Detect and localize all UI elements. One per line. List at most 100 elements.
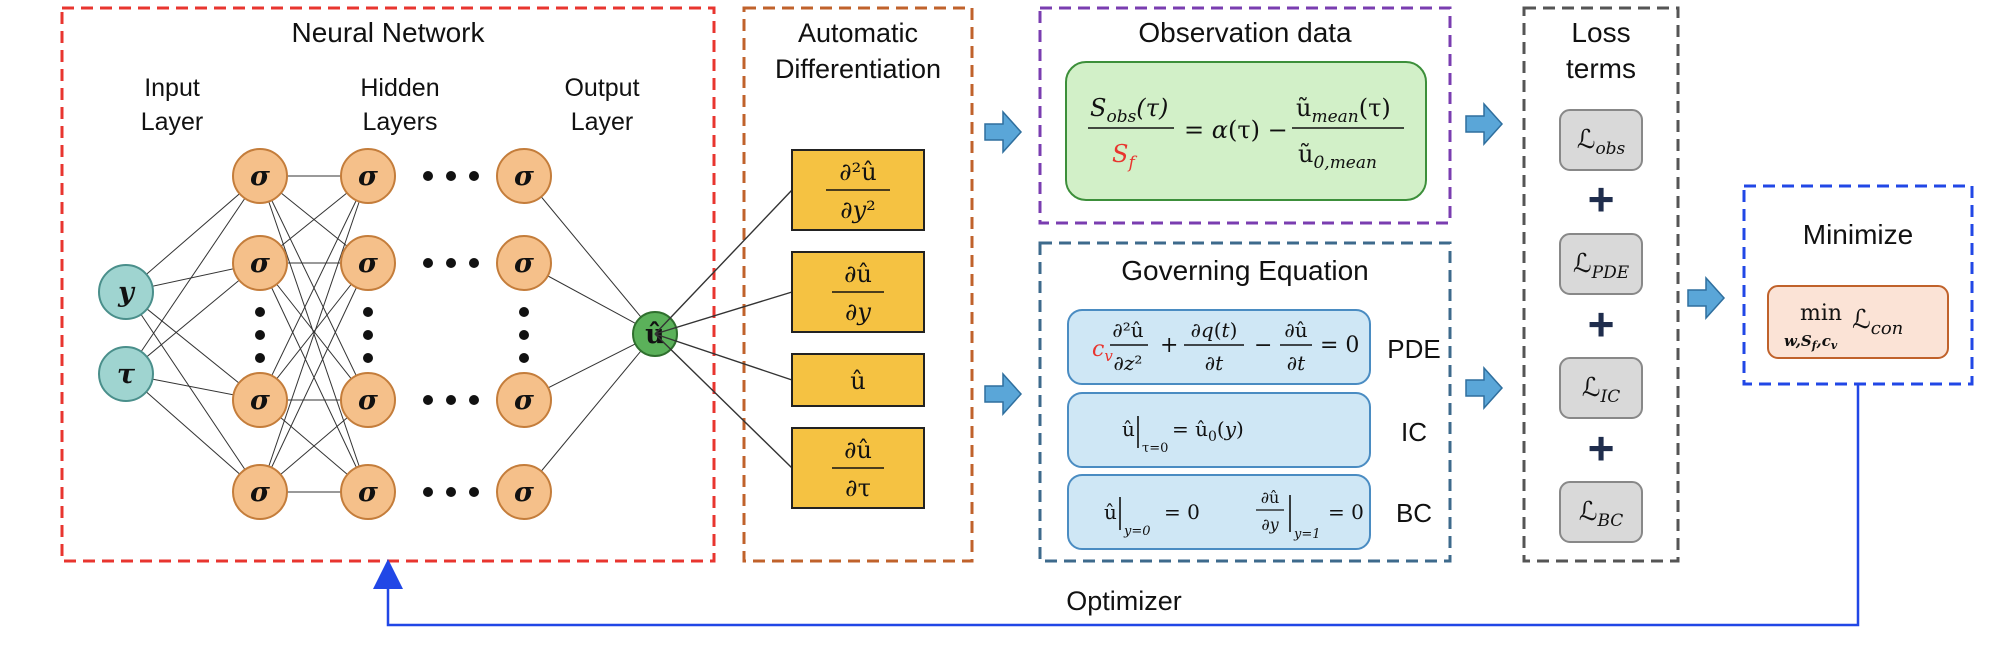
svg-text:∂t: ∂t xyxy=(1205,351,1224,375)
svg-text:∂τ: ∂τ xyxy=(845,474,871,502)
hidden-node-sigma: σ xyxy=(340,464,396,520)
connection-line xyxy=(259,262,369,401)
loss-obs-box xyxy=(1559,109,1643,171)
hidden-node-sigma: σ xyxy=(232,372,288,428)
svg-text:û: û xyxy=(1122,417,1135,441)
connection-line xyxy=(523,175,656,335)
svg-text:∂q(t): ∂q(t) xyxy=(1191,318,1238,342)
svg-text:= û0(y): = û0(y) xyxy=(1172,417,1244,445)
hidden-node-sigma: σ xyxy=(340,235,396,291)
governing-panel: Governing Equation cv ∂²û ∂z² + ∂q(t) ∂t… xyxy=(1038,241,1452,563)
svg-text:y=0: y=0 xyxy=(1123,524,1151,539)
svg-text:+: + xyxy=(1160,333,1178,358)
neural-network-title: Neural Network xyxy=(292,17,486,48)
optimizer-arrow xyxy=(373,384,1860,627)
hidden-node-sigma: σ xyxy=(232,235,288,291)
svg-text:τ=0: τ=0 xyxy=(1142,441,1168,456)
loss-panel: Loss terms ℒobs + ℒPDE + ℒIC + ℒBC xyxy=(1522,6,1680,563)
bc-label: BC xyxy=(1396,498,1432,528)
hidden-node-sigma: σ xyxy=(232,464,288,520)
optimizer-feedback: Optimizer xyxy=(373,384,1860,627)
hidden-ellipsis-dots xyxy=(255,171,529,497)
svg-text:∂y: ∂y xyxy=(845,298,871,326)
loss-bc-box xyxy=(1559,481,1643,543)
svg-text:∂y: ∂y xyxy=(1261,515,1279,534)
arrow-loss-to-minimize xyxy=(1687,276,1726,320)
connection-line xyxy=(125,291,261,493)
hidden-node-sigma: σ xyxy=(496,148,552,204)
optimizer-label: Optimizer xyxy=(1066,586,1182,616)
arrow-to-governing xyxy=(984,372,1023,416)
svg-text:∂y²: ∂y² xyxy=(840,196,876,224)
observation-panel: Observation data Sobs(τ) Sf = α(τ) − ũme… xyxy=(1038,6,1452,225)
connection-line xyxy=(125,175,261,293)
loss-border xyxy=(1522,6,1680,563)
arrow-gov-to-loss xyxy=(1465,366,1504,410)
svg-text:σ: σ xyxy=(514,248,534,279)
connection-line xyxy=(125,291,261,401)
svg-text:= 0: = 0 xyxy=(1328,500,1364,524)
svg-text:σ: σ xyxy=(358,385,378,416)
minimize-panel: Minimize min w,Sf,cv ℒcon xyxy=(1742,184,1974,386)
auto-diff-title-2: Differentiation xyxy=(775,54,941,84)
svg-text:σ: σ xyxy=(250,248,270,279)
svg-text:∂û: ∂û xyxy=(1284,318,1307,342)
hidden-node-sigma: σ xyxy=(496,464,552,520)
hidden-node-sigma: σ xyxy=(232,148,288,204)
loss-title-1: Loss xyxy=(1571,17,1630,48)
connection-line xyxy=(125,373,261,493)
svg-text:∂²û: ∂²û xyxy=(1112,318,1143,342)
ic-label: IC xyxy=(1401,417,1427,447)
observation-equation-box xyxy=(1065,61,1427,201)
svg-text:= 0: = 0 xyxy=(1164,500,1200,524)
auto-diff-panel: Automatic Differentiation ∂²û ∂y² ∂û ∂y … xyxy=(654,6,974,563)
hidden-node-sigma: σ xyxy=(340,148,396,204)
connection-line xyxy=(523,333,656,493)
ic-equation-box xyxy=(1067,392,1371,468)
output-layer-label-1: Output xyxy=(564,74,639,102)
connection-line xyxy=(654,333,793,469)
output-layer-label-2: Layer xyxy=(571,108,634,136)
svg-text:−: − xyxy=(1254,333,1272,358)
connection-line xyxy=(125,175,261,375)
svg-text:σ: σ xyxy=(358,161,378,192)
svg-text:∂²û: ∂²û xyxy=(839,158,877,186)
loss-ic-box xyxy=(1559,357,1643,419)
svg-text:σ: σ xyxy=(358,477,378,508)
svg-text:σ: σ xyxy=(358,248,378,279)
pde-equation-box xyxy=(1067,309,1371,385)
hidden-node-sigma: σ xyxy=(496,235,552,291)
input-layer-label-1: Input xyxy=(144,74,200,102)
plus-icon: + xyxy=(1588,422,1615,474)
plus-icon: + xyxy=(1588,298,1615,350)
auto-diff-border xyxy=(742,6,974,563)
auto-diff-connections xyxy=(654,189,793,469)
governing-border xyxy=(1038,241,1452,563)
arrow-obs-to-loss xyxy=(1465,102,1504,146)
svg-text:σ: σ xyxy=(250,385,270,416)
minimize-expression-box xyxy=(1767,285,1949,359)
connection-line xyxy=(654,189,793,335)
neural-network-panel: Neural Network Input Layer Hidden Layers… xyxy=(60,6,716,563)
svg-text:∂û: ∂û xyxy=(1261,488,1280,507)
flow-arrows xyxy=(984,102,1726,416)
auto-diff-title-1: Automatic xyxy=(798,18,918,48)
bc-equation-box xyxy=(1067,474,1371,550)
observation-title: Observation data xyxy=(1138,17,1352,48)
svg-text:= α(τ) −: = α(τ) − xyxy=(1184,116,1288,144)
svg-text:τ: τ xyxy=(117,359,136,390)
svg-text:w,Sf,cv: w,Sf,cv xyxy=(1784,332,1838,352)
svg-text:σ: σ xyxy=(250,477,270,508)
svg-text:û: û xyxy=(1104,500,1117,524)
svg-text:min: min xyxy=(1800,301,1842,326)
input-node: y xyxy=(98,264,154,320)
connection-line xyxy=(654,291,793,335)
svg-text:∂û: ∂û xyxy=(844,260,872,288)
hidden-node-sigma: σ xyxy=(496,372,552,428)
svg-text:= 0: = 0 xyxy=(1320,333,1359,358)
ad-term-u xyxy=(791,353,925,407)
plus-icon: + xyxy=(1588,173,1615,225)
connection-line xyxy=(259,175,369,493)
